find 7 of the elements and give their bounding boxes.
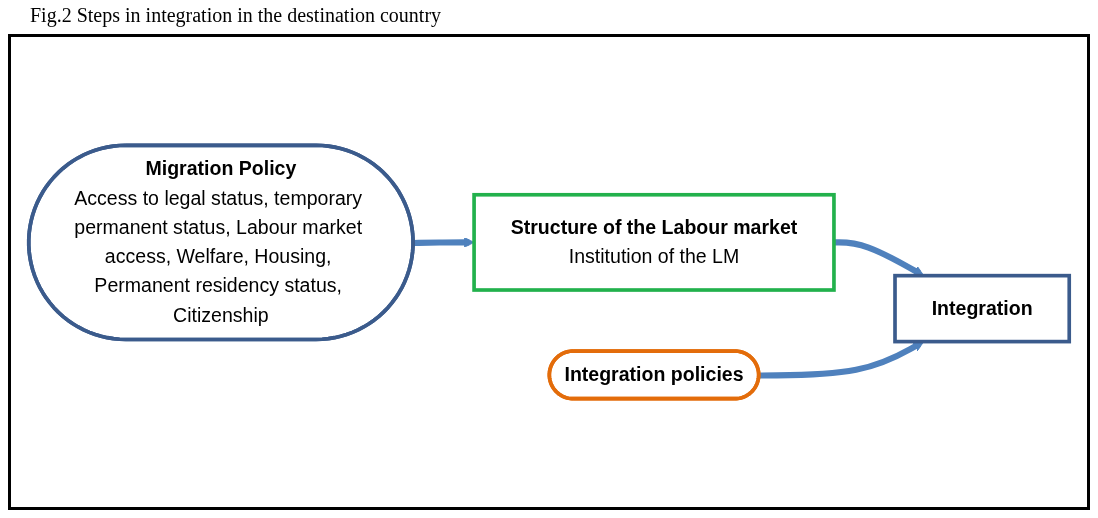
figure-title: Fig.2 Steps in integration in the destination country [29, 3, 443, 29]
arrow [413, 237, 475, 248]
arrow [833, 239, 925, 277]
figure-frame: Migration Policy Access to legal status, temporary permanent status, Labour market access, Welfare, Housing, Permanent residency status, Citizenship Structure of the Labour market Institution of the LM Integration Integration policies [8, 34, 1090, 510]
node-box [472, 192, 836, 292]
node-box [893, 273, 1072, 344]
arrow [759, 341, 925, 379]
